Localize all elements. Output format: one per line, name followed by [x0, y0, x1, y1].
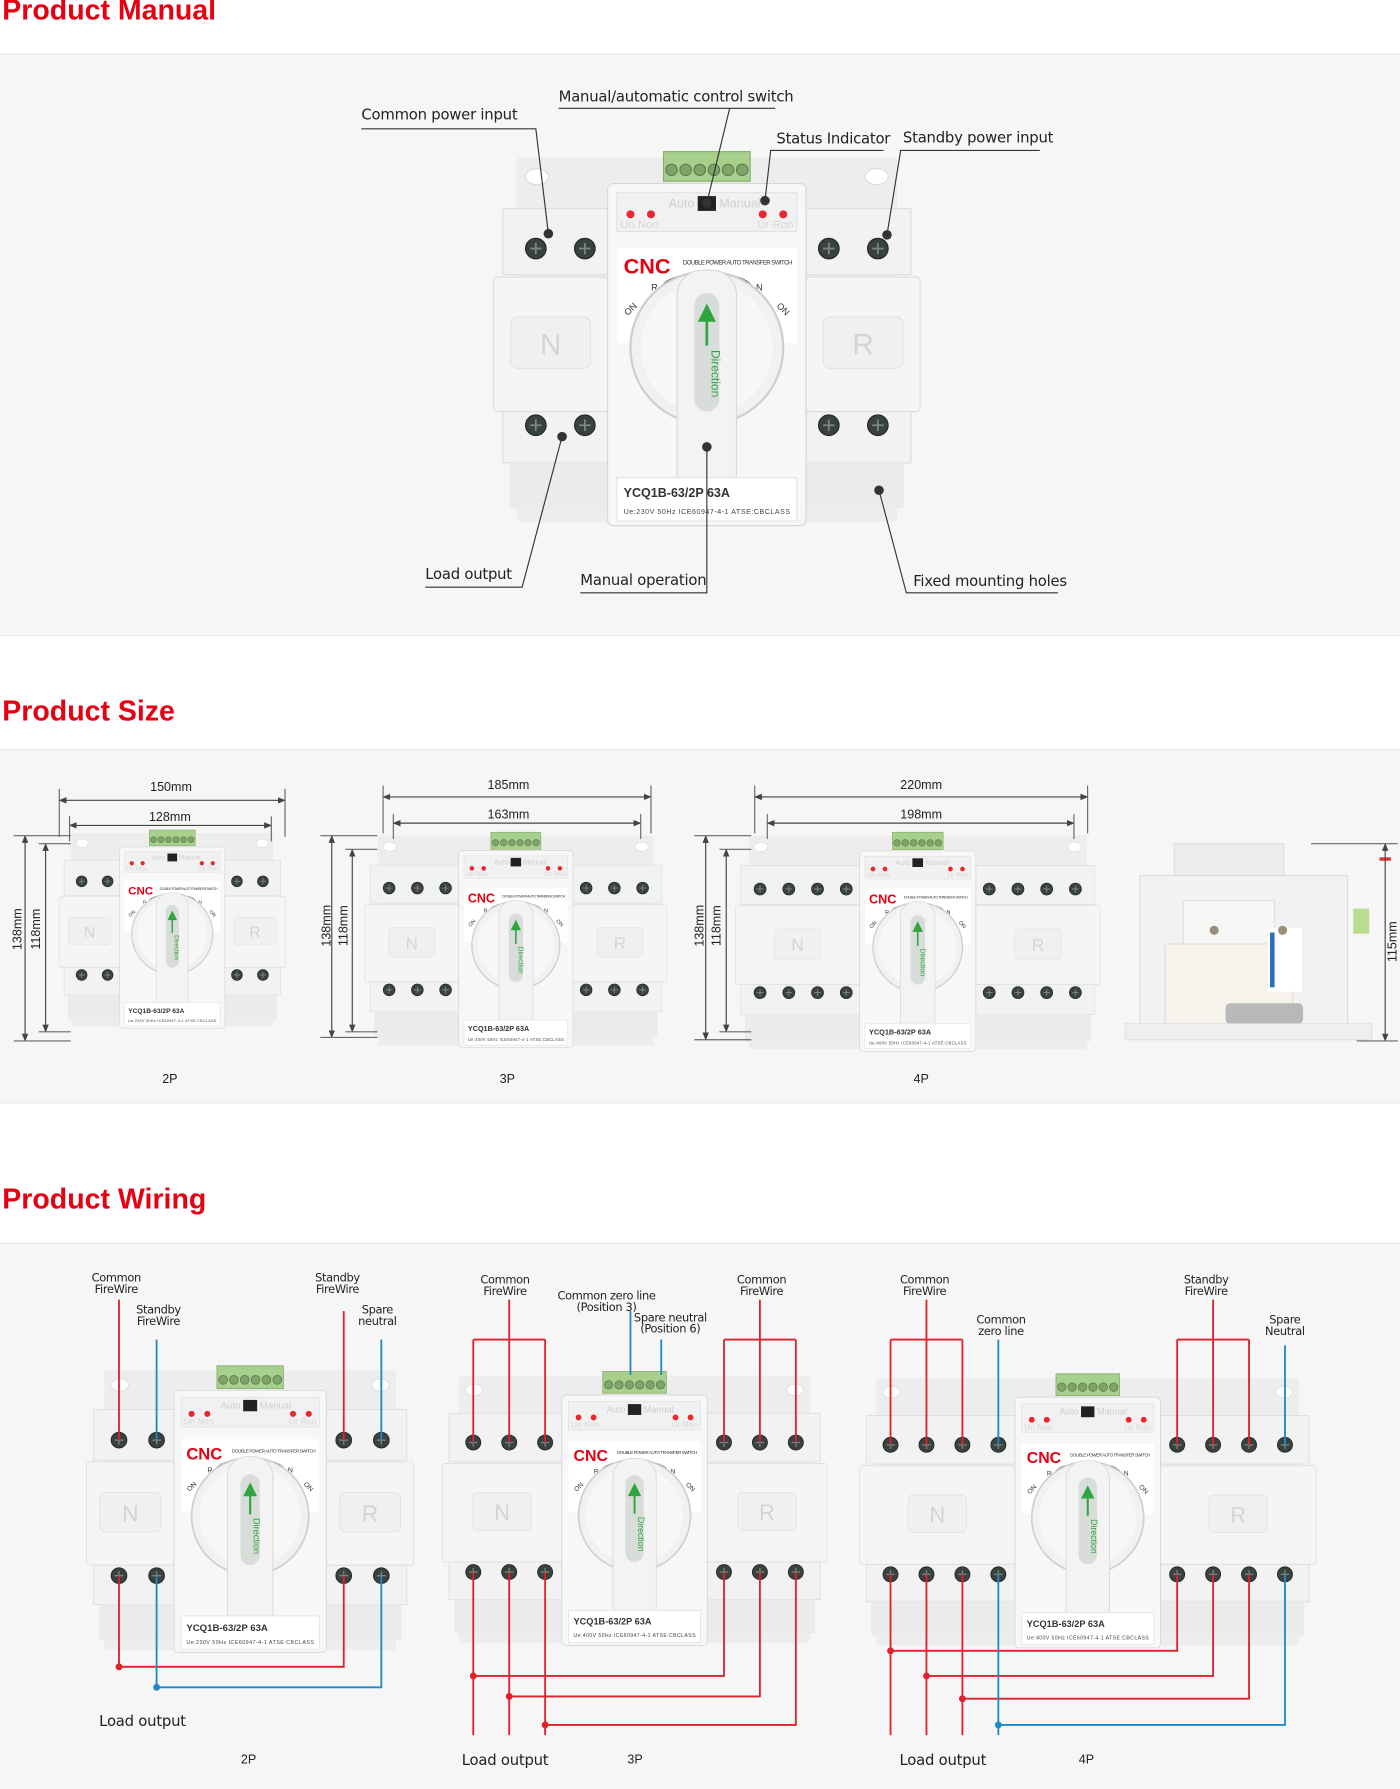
callout-mounting-holes: Fixed mounting holes: [913, 573, 1067, 591]
dim-3p-height-inner: 118mm: [337, 905, 352, 947]
callout-status-indicator: Status Indicator: [776, 131, 891, 149]
size-caption-3p: 3P: [499, 1072, 516, 1087]
callout-common-power-input: Common power input: [361, 107, 518, 125]
size-caption-4p: 4P: [913, 1072, 929, 1087]
callout-standby-power-input: Standby power input: [902, 129, 1054, 148]
dim-4p-width-inner: 198mm: [900, 808, 943, 822]
wiring-caption-2p: 2P: [240, 1753, 257, 1768]
section-title-size: Product Size: [2, 695, 175, 728]
wiring-3p-load-output: Load output: [461, 1752, 549, 1770]
dim-3p-height-outer: 138mm: [320, 904, 335, 947]
callout-control-switch: Manual/automatic control switch: [558, 88, 794, 107]
dim-2p-width-outer: 150mm: [150, 780, 192, 795]
section-title-manual: Product Manual: [2, 0, 217, 27]
dim-2p-width-inner: 128mm: [148, 810, 191, 825]
dim-4p-height-inner: 118mm: [710, 905, 724, 947]
dim-4p-width-outer: 220mm: [900, 778, 943, 793]
wiring-4p-load-output: Load output: [899, 1752, 987, 1770]
wiring-3p-common-zero-line: Common zero line(Position 3): [557, 1290, 656, 1315]
dim-2p-height-inner: 118mm: [29, 908, 44, 950]
wiring-caption-3p: 3P: [627, 1753, 643, 1768]
section-title-wiring: Product Wiring: [2, 1183, 207, 1216]
callout-manual-operation: Manual operation: [580, 572, 707, 590]
wiring-caption-4p: 4P: [1078, 1753, 1095, 1768]
wiring-3p-spare-neutral: Spare neutral(Position 6): [633, 1312, 707, 1337]
dim-3p-width-outer: 185mm: [487, 778, 530, 793]
dim-3p-width-inner: 163mm: [487, 808, 530, 822]
size-caption-2p: 2P: [162, 1072, 178, 1087]
dim-side-depth: 115mm: [1386, 921, 1400, 963]
manual-panel: [0, 53, 1400, 637]
dim-4p-height-outer: 138mm: [693, 904, 707, 947]
wiring-2p-load-output: Load output: [99, 1713, 186, 1731]
dim-2p-height-outer: 138mm: [11, 908, 26, 951]
callout-load-output: Load output: [425, 566, 512, 584]
